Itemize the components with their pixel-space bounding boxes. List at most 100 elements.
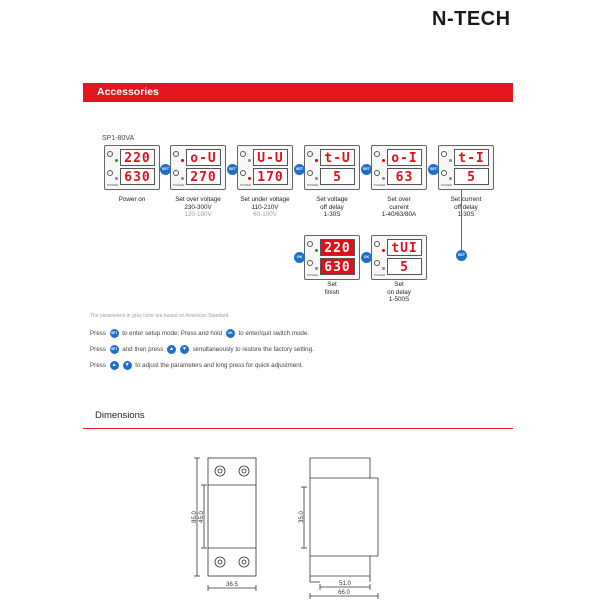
unit-small-label: POWER bbox=[107, 183, 119, 187]
instr-text: Press bbox=[90, 346, 106, 354]
caption-line: Set under voltage bbox=[240, 196, 290, 203]
knob-icon bbox=[441, 151, 447, 157]
caption-line: 1-30S bbox=[457, 211, 475, 218]
down-arrow-icon: ▼ bbox=[122, 361, 132, 370]
set-step-button: SET bbox=[361, 164, 372, 175]
display-bottom: 630 bbox=[120, 168, 155, 185]
set-step-button: SET bbox=[227, 164, 238, 175]
terminal-screw-icon bbox=[214, 465, 226, 477]
knob-icon bbox=[374, 151, 380, 157]
unit-small-label: POWER bbox=[441, 183, 453, 187]
instruction-line-2: Press SET and then press ▲▼ simultaneous… bbox=[90, 345, 314, 354]
status-led bbox=[382, 159, 385, 162]
status-led bbox=[449, 159, 452, 162]
caption-line: 230-300V bbox=[184, 203, 212, 211]
display-bottom: 5 bbox=[454, 168, 489, 185]
status-led bbox=[315, 249, 318, 252]
dim-label-height-outer: 85.0 bbox=[192, 511, 198, 523]
caption-line: current bbox=[389, 203, 409, 211]
knob-icon bbox=[240, 151, 246, 157]
knob-icon bbox=[173, 151, 179, 157]
caption-gray-value: 120-180V bbox=[184, 211, 212, 218]
instr-text: and then press bbox=[122, 346, 164, 354]
ok-step-button: OK bbox=[361, 252, 372, 263]
front-view-outline bbox=[207, 457, 257, 577]
status-led bbox=[115, 159, 118, 162]
caption-line: Set voltage bbox=[316, 196, 348, 203]
dim-label-height-inner: 45.0 bbox=[199, 511, 205, 523]
dimension-drawing: 85.0 45.0 36.5 35.0 51.0 66.0 bbox=[192, 457, 379, 599]
caption-line: 1-40/63/80A bbox=[381, 211, 417, 218]
set-step-button: SET bbox=[160, 164, 171, 175]
terminal-screw-icon bbox=[238, 465, 250, 477]
caption-line: off delay bbox=[320, 203, 344, 211]
display-bottom: 170 bbox=[253, 168, 288, 185]
caption-line: Set bbox=[394, 281, 404, 288]
unit-small-label: POWER bbox=[173, 183, 185, 187]
unit-small-label: POWER bbox=[374, 183, 386, 187]
knob-icon bbox=[240, 170, 246, 176]
knob-icon bbox=[307, 241, 313, 247]
unit-small-label: POWER bbox=[374, 273, 386, 277]
status-led bbox=[315, 177, 318, 180]
caption-line: 1-30S bbox=[323, 211, 341, 218]
ok-step-button: OK bbox=[294, 252, 305, 263]
caption-line: Set over bbox=[387, 196, 411, 203]
brand-logo: N-TECH bbox=[432, 8, 511, 30]
status-led bbox=[181, 177, 184, 180]
dimensions-divider bbox=[83, 428, 513, 429]
display-bottom: 5 bbox=[320, 168, 355, 185]
set-step-button: SET bbox=[428, 164, 439, 175]
dim-label-width-front: 36.5 bbox=[226, 582, 238, 588]
knob-icon bbox=[307, 170, 313, 176]
caption-line: Set over voltage bbox=[175, 196, 221, 203]
up-arrow-icon: ▲ bbox=[166, 345, 176, 354]
set-step-button: SET bbox=[294, 164, 305, 175]
display-top: 220 bbox=[120, 149, 155, 166]
status-led bbox=[382, 177, 385, 180]
status-led bbox=[315, 267, 318, 270]
instr-text: simultaneously to restore the factory se… bbox=[192, 346, 314, 354]
knob-icon bbox=[441, 170, 447, 176]
caption-gray-value: 60-100V bbox=[253, 211, 277, 218]
display-top: o-I bbox=[387, 149, 422, 166]
side-view-outline bbox=[309, 457, 379, 577]
knob-icon bbox=[374, 260, 380, 266]
instr-text: to enter/quit switch mode. bbox=[238, 330, 310, 338]
unit-small-label: POWER bbox=[240, 183, 252, 187]
caption-line: 1-500S bbox=[388, 296, 410, 303]
knob-icon bbox=[307, 260, 313, 266]
dim-label-width-side-inner: 51.0 bbox=[339, 581, 351, 587]
status-led bbox=[382, 267, 385, 270]
unit-small-label: POWER bbox=[307, 273, 319, 277]
caption-line: finish bbox=[324, 288, 340, 296]
status-led bbox=[248, 177, 251, 180]
caption-line: off delay bbox=[454, 203, 478, 211]
status-led bbox=[115, 177, 118, 180]
american-standard-note: The parameters in gray color are based o… bbox=[90, 313, 230, 319]
knob-icon bbox=[374, 170, 380, 176]
dimensions-title: Dimensions bbox=[95, 410, 145, 421]
status-led bbox=[248, 159, 251, 162]
display-top: o-U bbox=[186, 149, 221, 166]
knob-icon bbox=[307, 151, 313, 157]
status-led bbox=[382, 249, 385, 252]
display-bottom: 63 bbox=[387, 168, 422, 185]
instruction-line-3: Press ▲▼ to adjust the parameters and lo… bbox=[90, 361, 303, 370]
unit-small-label: POWER bbox=[307, 183, 319, 187]
display-bottom: 5 bbox=[387, 258, 422, 275]
instr-text: to adjust the parameters and long press … bbox=[135, 362, 304, 370]
caption-line: Power on bbox=[118, 196, 146, 203]
section-banner-accessories: Accessories bbox=[83, 83, 513, 102]
set-button-icon: SET bbox=[109, 345, 119, 354]
instruction-line-1: Press SET to enter setup mode; Press and… bbox=[90, 329, 309, 338]
